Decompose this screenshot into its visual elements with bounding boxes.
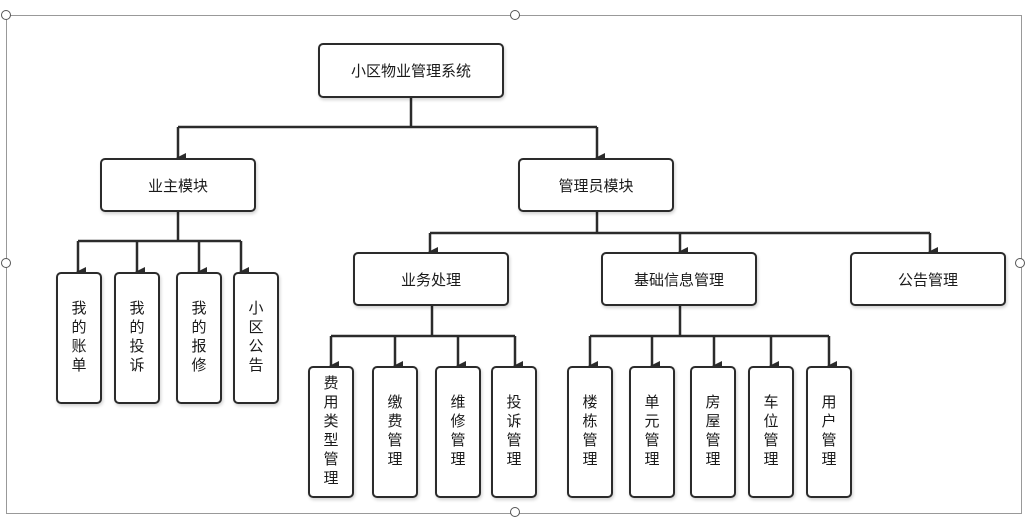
basic-item-label: 单元管理 — [642, 394, 661, 470]
basic-info-label: 基础信息管理 — [633, 270, 724, 289]
admin-module-node[interactable]: 管理员模块 — [518, 158, 674, 212]
business-item-node[interactable]: 缴费管理 — [372, 366, 418, 498]
business-label: 业务处理 — [400, 270, 461, 289]
owner-item-label: 我的投诉 — [127, 300, 146, 376]
basic-item-label: 房屋管理 — [703, 394, 722, 470]
owner-module-node[interactable]: 业主模块 — [100, 158, 256, 212]
basic-item-node[interactable]: 用户管理 — [806, 366, 852, 498]
business-node[interactable]: 业务处理 — [353, 252, 509, 306]
owner-module-label: 业主模块 — [147, 176, 208, 195]
resize-handle-top-left[interactable] — [1, 10, 11, 20]
basic-info-node[interactable]: 基础信息管理 — [601, 252, 757, 306]
owner-item-node[interactable]: 我的投诉 — [114, 272, 160, 404]
business-item-node[interactable]: 投诉管理 — [491, 366, 537, 498]
business-item-label: 维修管理 — [448, 394, 467, 470]
basic-item-label: 用户管理 — [819, 394, 838, 470]
owner-item-label: 小区公告 — [246, 300, 265, 376]
notice-management-label: 公告管理 — [897, 270, 958, 289]
resize-handle-left[interactable] — [1, 258, 11, 268]
resize-handle-top[interactable] — [510, 10, 520, 20]
basic-item-node[interactable]: 单元管理 — [629, 366, 675, 498]
resize-handle-bottom[interactable] — [510, 507, 520, 517]
notice-management-node[interactable]: 公告管理 — [850, 252, 1006, 306]
root-node-label: 小区物业管理系统 — [350, 62, 471, 80]
business-item-label: 缴费管理 — [385, 394, 404, 470]
business-item-node[interactable]: 维修管理 — [435, 366, 481, 498]
admin-module-label: 管理员模块 — [558, 176, 634, 195]
basic-item-node[interactable]: 车位管理 — [748, 366, 794, 498]
business-item-label: 费用类型管理 — [321, 375, 340, 489]
owner-item-label: 我的账单 — [69, 300, 88, 376]
basic-item-label: 楼栋管理 — [580, 394, 599, 470]
basic-item-label: 车位管理 — [761, 394, 780, 470]
owner-item-node[interactable]: 我的账单 — [56, 272, 102, 404]
root-node[interactable]: 小区物业管理系统 — [318, 43, 504, 98]
owner-item-node[interactable]: 我的报修 — [176, 272, 222, 404]
business-item-node[interactable]: 费用类型管理 — [308, 366, 354, 498]
basic-item-node[interactable]: 楼栋管理 — [567, 366, 613, 498]
resize-handle-right[interactable] — [1015, 258, 1025, 268]
basic-item-node[interactable]: 房屋管理 — [690, 366, 736, 498]
business-item-label: 投诉管理 — [504, 394, 523, 470]
owner-item-node[interactable]: 小区公告 — [233, 272, 279, 404]
owner-item-label: 我的报修 — [189, 300, 208, 376]
